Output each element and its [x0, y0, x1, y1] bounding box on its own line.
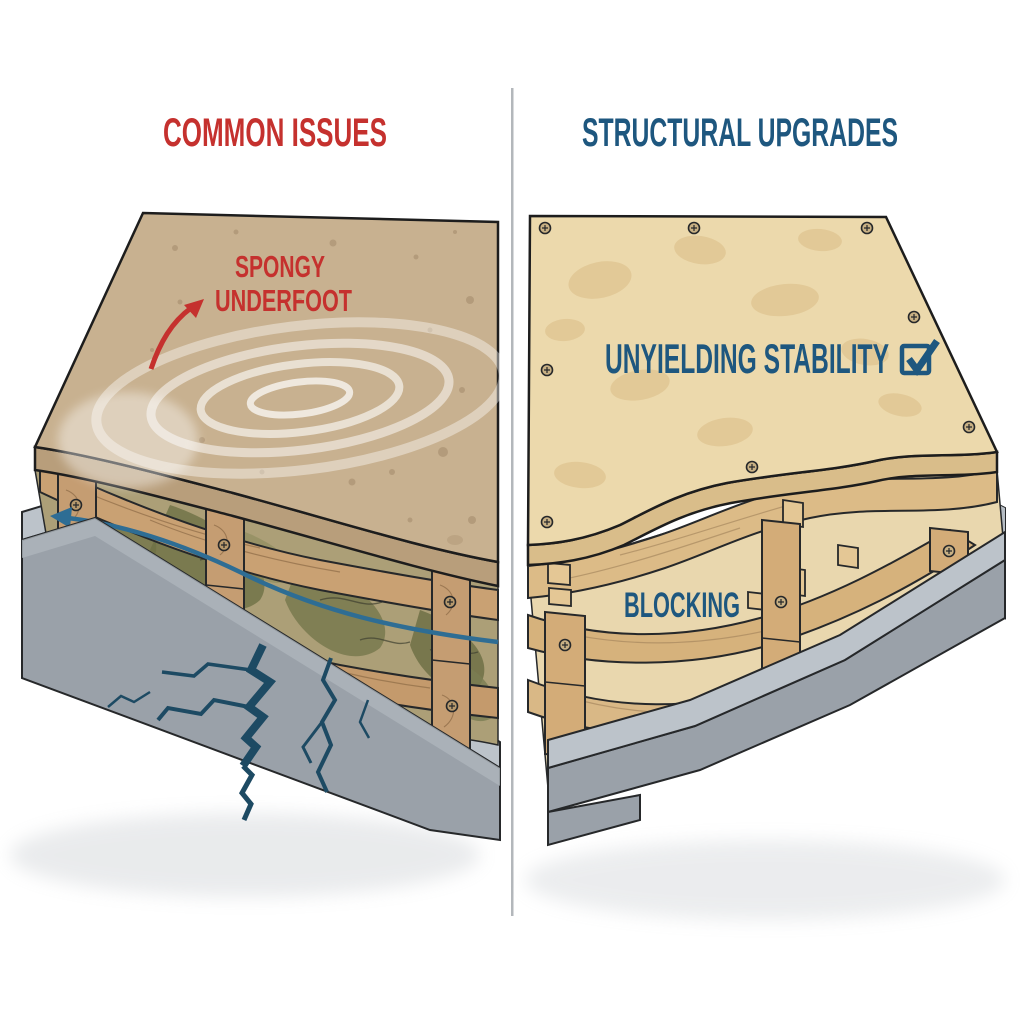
joist-post	[431, 554, 471, 758]
foundation-cracks	[107, 643, 371, 822]
issue-label-line2: UNDERFOOT	[215, 283, 352, 318]
ripple-glow	[58, 392, 198, 488]
moisture-arrow-icon	[50, 507, 499, 645]
foundation-concrete-right-front	[547, 530, 1006, 847]
left-ground-shadow	[10, 813, 480, 897]
right-panel-title: STRUCTURAL UPGRADES	[582, 111, 898, 155]
checkbox-checked-icon	[899, 339, 940, 377]
left-panel-title: COMMON ISSUES	[163, 111, 387, 155]
issue-label-line1: SPONGY	[235, 249, 325, 284]
bounce-arrow-icon	[148, 299, 204, 370]
checkbox-checkmark	[906, 339, 940, 377]
left-panel-illustration: SPONGY UNDERFOOT	[10, 211, 509, 897]
right-panel-illustration: UNYIELDING STABILITY BLOCKING	[525, 214, 1006, 920]
divider-line	[511, 88, 514, 916]
benefit-label: UNYIELDING STABILITY	[605, 335, 889, 382]
osb-speckles	[150, 229, 476, 545]
right-ground-shadow	[525, 840, 1005, 920]
feature-label: BLOCKING	[624, 586, 740, 625]
subfloor-screws	[538, 221, 976, 529]
plywood-grain	[545, 228, 922, 489]
plywood-subfloor-top	[526, 214, 999, 547]
